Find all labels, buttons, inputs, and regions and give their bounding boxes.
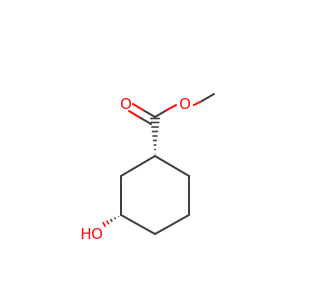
chemical-structure-diagram: O O O H <box>0 0 300 300</box>
ester-oxygen-label: O <box>179 95 191 113</box>
hydroxyl-hydrogen-label: H <box>80 225 91 243</box>
ring-bond-c1-c2 <box>154 155 190 177</box>
carbonyl-bond-line-2-o <box>128 110 140 118</box>
ester-single-bond <box>154 104 177 118</box>
cyclohexane-ring <box>120 155 190 235</box>
ring-bond-c3-c4 <box>154 214 190 235</box>
carbonyl-bond-line-1-o <box>132 103 144 111</box>
ester-bond-carbon-part <box>154 109 168 118</box>
methyl-bond <box>193 93 215 106</box>
methyl-bond-oxygen-part <box>193 100 203 106</box>
hashed-wedge-bond-ester <box>150 117 160 155</box>
hash-line <box>109 218 113 223</box>
hash-line <box>113 217 117 220</box>
hash-line <box>102 221 107 228</box>
ring-bond-c4-c5 <box>120 214 156 235</box>
hash-line <box>105 220 110 225</box>
ring-bond-c6-c1 <box>120 155 156 177</box>
hydroxyl-oxygen-label: O <box>91 225 103 243</box>
carbonyl-bond-line-2 <box>138 116 152 125</box>
background <box>0 0 300 300</box>
carbonyl-bond-line-1 <box>142 109 156 118</box>
carbonyl-oxygen-label: O <box>120 95 132 113</box>
hashed-wedge-bond-hydroxyl <box>102 215 120 228</box>
carbonyl-double-bond <box>128 103 156 125</box>
ester-bond-oxygen-part <box>166 104 177 111</box>
methyl-bond-carbon-part <box>201 93 215 102</box>
